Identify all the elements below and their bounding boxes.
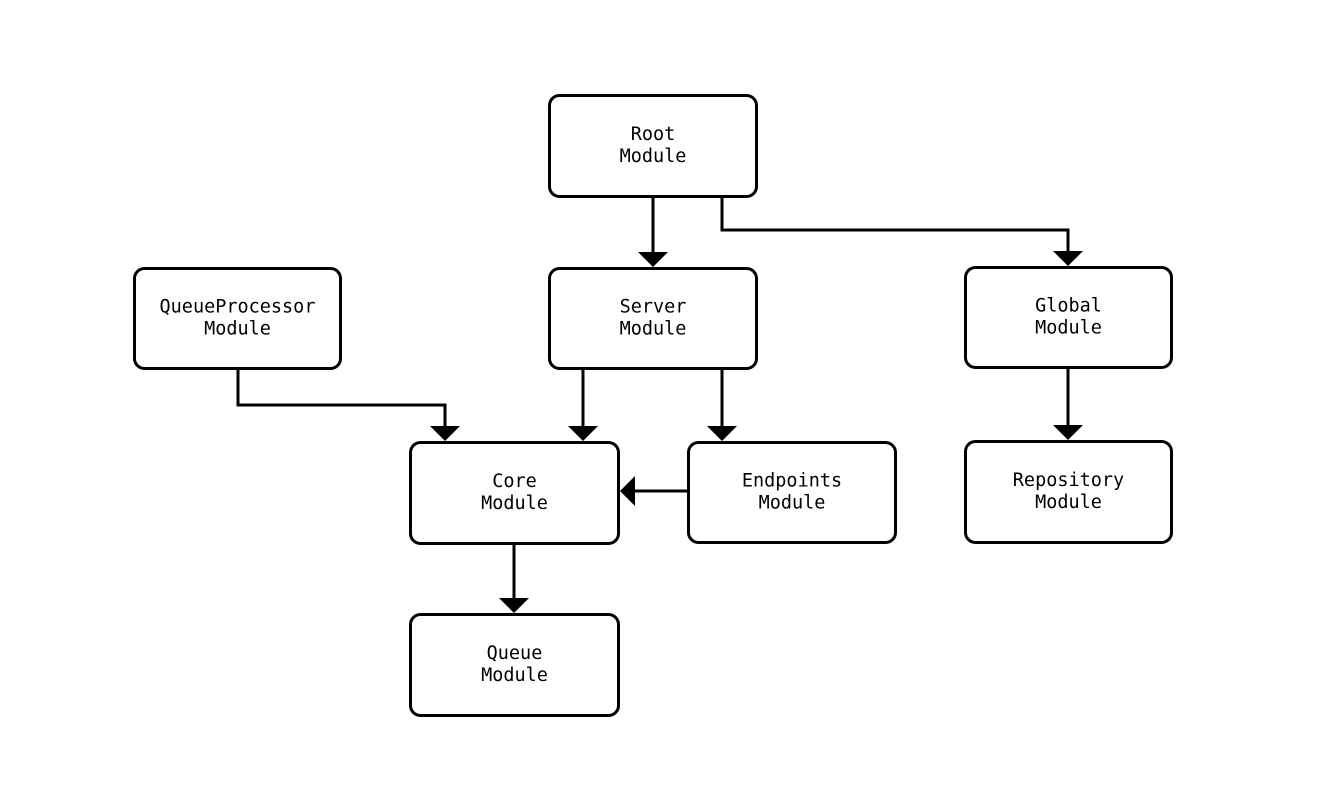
node-label-line1: QueueProcessor — [160, 297, 316, 318]
node-label-line1: Root — [631, 124, 676, 145]
edge-endpoints-to-core — [620, 476, 687, 506]
node-box[interactable] — [409, 613, 620, 717]
edge-arrowhead-icon — [430, 426, 460, 441]
nodes-layer: RootModuleQueueProcessorModuleServerModu… — [133, 94, 1173, 717]
node-label-line2: Module — [620, 319, 687, 340]
edge-queueprocessor-to-core — [236, 370, 460, 441]
edge-root-to-server — [638, 198, 668, 267]
node-label-line2: Module — [759, 493, 826, 514]
node-label-line2: Module — [1035, 492, 1102, 513]
edge-arrowhead-icon — [568, 426, 598, 441]
node-label-line2: Module — [481, 665, 548, 686]
edge-arrowhead-icon — [707, 426, 737, 441]
node-box[interactable] — [133, 267, 342, 370]
node-label-line2: Module — [620, 146, 687, 167]
edge-arrowhead-icon — [638, 252, 668, 267]
node-label-line1: Global — [1035, 296, 1102, 317]
node-label-line1: Core — [492, 471, 537, 492]
edge-line — [720, 198, 1070, 251]
edges-layer — [236, 198, 1083, 613]
node-label-line1: Endpoints — [742, 471, 842, 492]
node-box[interactable] — [548, 94, 758, 198]
edge-root-to-global — [720, 198, 1083, 266]
edge-line — [236, 370, 447, 426]
edge-server-to-core — [568, 370, 598, 441]
node-label-line1: Server — [620, 297, 687, 318]
node-label-line1: Repository — [1013, 470, 1124, 491]
edge-arrowhead-icon — [1053, 251, 1083, 266]
edge-global-to-repository — [1053, 369, 1083, 440]
node-box[interactable] — [964, 266, 1173, 369]
node-box[interactable] — [409, 441, 620, 545]
edge-server-to-endpoints — [707, 370, 737, 441]
node-label-line1: Queue — [487, 643, 543, 664]
edge-arrowhead-icon — [620, 476, 635, 506]
edge-core-to-queue — [499, 545, 529, 613]
edge-arrowhead-icon — [1053, 425, 1083, 440]
edge-arrowhead-icon — [499, 598, 529, 613]
node-box[interactable] — [687, 441, 897, 544]
node-label-line2: Module — [481, 493, 548, 514]
node-box[interactable] — [964, 440, 1173, 544]
node-label-line2: Module — [204, 319, 271, 340]
node-label-line2: Module — [1035, 318, 1102, 339]
node-box[interactable] — [548, 267, 758, 370]
